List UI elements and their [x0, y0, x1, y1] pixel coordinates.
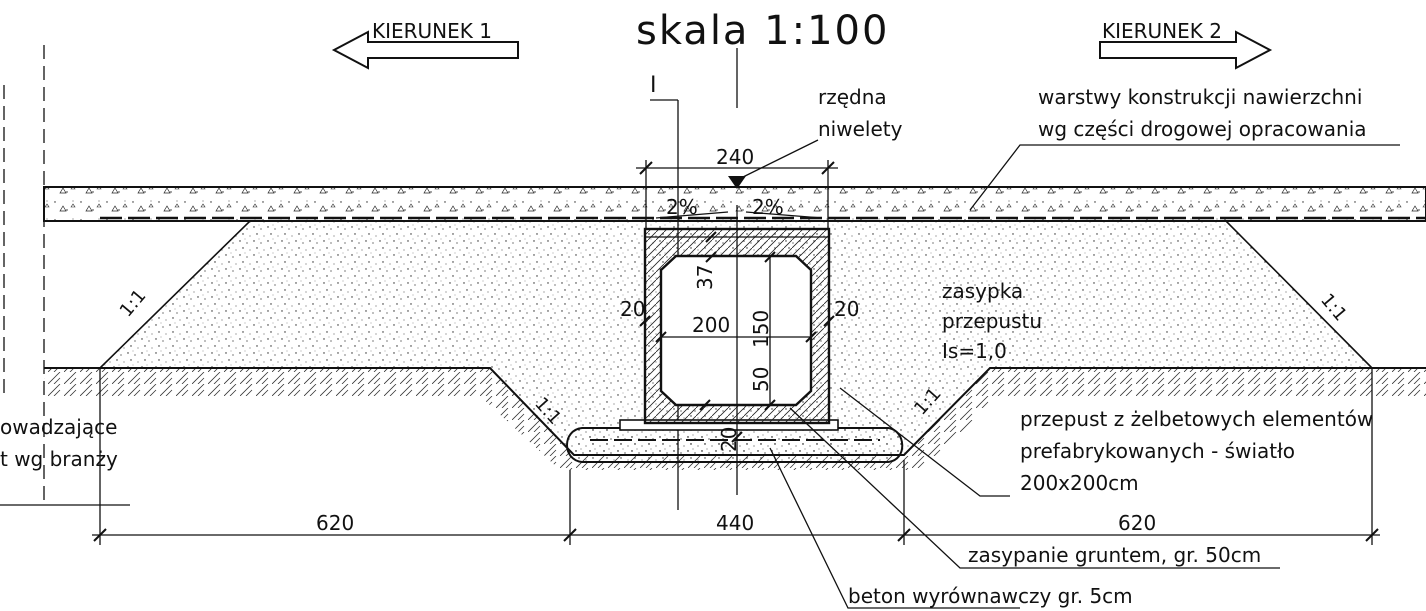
- dim-tick-inner-1: [705, 231, 717, 243]
- pavement-leader: [969, 144, 1400, 211]
- note-left-2: t wg branży: [0, 447, 118, 471]
- dim-inner-height: 150: [749, 310, 773, 348]
- dim-span-center: 440: [716, 511, 754, 535]
- dim-tick-wall-right: [823, 315, 835, 327]
- dim-span-right: 620: [1118, 511, 1156, 535]
- note-culvert-3: 200x200cm: [1020, 471, 1139, 495]
- dim-top-width: 240: [716, 145, 754, 169]
- dim-top-slab: 37: [693, 265, 717, 290]
- culvert-leader: [839, 387, 1010, 497]
- direction-arrow-right: KIERUNEK 2: [1099, 19, 1273, 70]
- dim-tick-inner-6: [805, 331, 817, 343]
- slope-label-fill-left: 1:1: [116, 286, 151, 322]
- concrete-leader: [769, 447, 1020, 609]
- note-backfill-1: zasypka: [942, 279, 1023, 303]
- dim-tick-base-2: [731, 431, 743, 443]
- dim-wall-right: 20: [834, 297, 859, 321]
- soil-leader: [789, 407, 1280, 569]
- note-rzedna-1: rzędna: [818, 85, 887, 109]
- dim-tick-inner-2: [705, 251, 717, 263]
- dim-tick-wall-left: [639, 315, 651, 327]
- note-concrete: beton wyrównawczy gr. 5cm: [848, 584, 1133, 608]
- dim-bottom-height: 50: [749, 367, 773, 392]
- dim-tick-inner-4: [764, 399, 776, 411]
- slope-arrow-left: [655, 211, 729, 219]
- dim-span-left: 620: [316, 511, 354, 535]
- direction-label-right: KIERUNEK 2: [1102, 19, 1222, 43]
- dim-tick-inner-3: [764, 251, 776, 263]
- note-rzedna-2: niwelety: [818, 117, 903, 141]
- cross-slope-right: 2%: [752, 195, 784, 219]
- direction-label-left: KIERUNEK 1: [372, 19, 492, 43]
- dim-tick-bottom-4: [1365, 528, 1379, 542]
- dim-tick-bottom-1: [93, 528, 107, 542]
- dim-tick-top-left: [639, 161, 653, 175]
- slope-arrow-right: [745, 211, 823, 219]
- cross-slope-left: 2%: [666, 195, 698, 219]
- dim-tick-bottom-3: [897, 528, 911, 542]
- dim-tick-base-1: [699, 399, 711, 411]
- note-soil: zasypanie gruntem, gr. 50cm: [968, 543, 1261, 567]
- grade-leader: [740, 139, 819, 179]
- dim-base-thickness: 20: [717, 427, 741, 452]
- dim-tick-top-right: [821, 161, 835, 175]
- dim-tick-inner-5: [655, 331, 667, 343]
- scale-title: skala 1:100: [636, 8, 889, 54]
- direction-arrow-left: KIERUNEK 1: [331, 19, 519, 70]
- dim-tick-bottom-2: [563, 528, 577, 542]
- note-pavement-1: warstwy konstrukcji nawierzchni: [1038, 85, 1362, 109]
- section-mark: I: [650, 73, 657, 98]
- note-pavement-2: wg części drogowej opracowania: [1038, 117, 1367, 141]
- pavement-structure-layer: [43, 186, 1426, 222]
- dim-inner-width: 200: [692, 313, 730, 337]
- note-backfill-3: Is=1,0: [942, 339, 1007, 363]
- grade-level-marker: [728, 176, 746, 189]
- dim-wall-left: 20: [620, 297, 645, 321]
- note-culvert-1: przepust z żelbetowych elementów: [1020, 407, 1373, 431]
- note-backfill-2: przepustu: [942, 309, 1042, 333]
- note-culvert-2: prefabrykowanych - światło: [1020, 439, 1295, 463]
- note-left-1: owadzające: [0, 415, 117, 439]
- natural-ground-hatch: [44, 368, 1426, 470]
